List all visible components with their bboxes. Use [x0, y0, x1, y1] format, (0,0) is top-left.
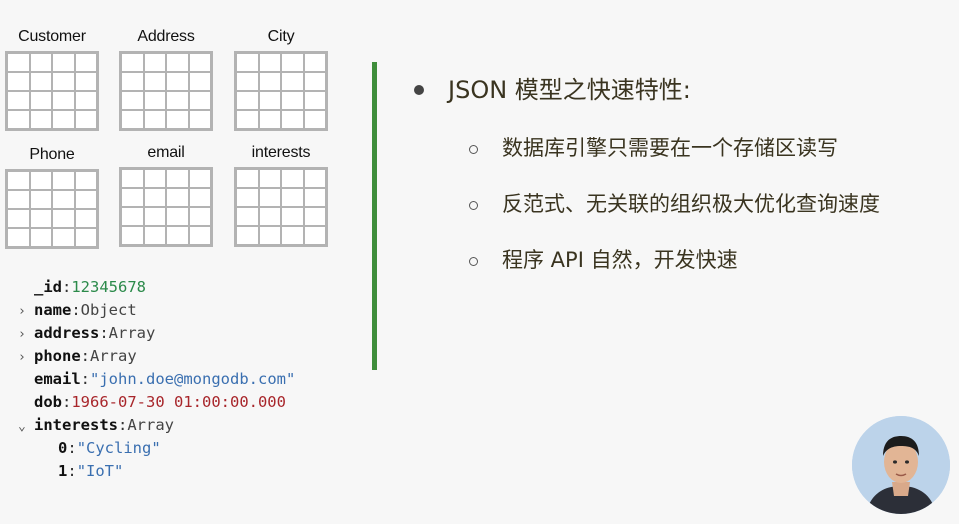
field-value: "Cycling" [76, 439, 161, 457]
presenter-avatar-icon [852, 416, 950, 514]
section-divider [372, 62, 377, 370]
table-label: Customer [18, 28, 86, 45]
presenter-avatar-icon [852, 416, 950, 514]
chevron-down-icon[interactable]: ⌄ [18, 419, 26, 434]
field-value: 1966-07-30 01:00:00.000 [71, 393, 286, 411]
table-city: City [234, 27, 328, 131]
slide-bullets: JSON 模型之快速特性: 数据库引擎只需要在一个存储区读写 反范式、无关联的组… [410, 72, 930, 300]
sub-bullet: 程序 API 自然，开发快速 [410, 244, 902, 277]
table-phone: Phone [5, 145, 99, 249]
table-label: Phone [29, 146, 75, 163]
chevron-right-icon[interactable]: › [18, 327, 26, 342]
table-label: interests [251, 144, 311, 161]
table-email: email [119, 143, 213, 247]
sub-bullet: 反范式、无关联的组织极大优化查询速度 [410, 188, 902, 221]
field-key: address [34, 324, 100, 342]
chevron-right-icon[interactable]: › [18, 350, 26, 365]
doc-field-name[interactable]: ›name:Object [18, 299, 295, 322]
relational-tables-diagram: Customer Address City Phone email intere… [0, 0, 340, 260]
table-interests: interests [234, 143, 328, 247]
table-grid [234, 51, 328, 131]
table-grid [5, 51, 99, 131]
doc-field-address[interactable]: ›address:Array [18, 322, 295, 345]
sub-bullet-text: 反范式、无关联的组织极大优化查询速度 [502, 192, 880, 216]
chevron-right-icon[interactable]: › [18, 304, 26, 319]
bullet-dot-icon [414, 85, 424, 95]
main-bullet: JSON 模型之快速特性: [410, 72, 930, 108]
field-value: Array [108, 324, 156, 342]
doc-field-phone[interactable]: ›phone:Array [18, 345, 295, 368]
sub-bullet-text: 程序 API 自然，开发快速 [502, 248, 738, 272]
table-address: Address [119, 27, 213, 131]
main-bullet-text: JSON 模型之快速特性: [448, 76, 691, 104]
table-label: City [267, 28, 295, 45]
field-key: email [34, 370, 81, 388]
sub-bullet: 数据库引擎只需要在一个存储区读写 [410, 132, 902, 165]
table-grid [119, 51, 213, 131]
doc-field-email: email:"john.doe@mongodb.com" [34, 370, 296, 388]
bullet-ring-icon [469, 257, 478, 266]
field-key: interests [34, 416, 118, 434]
doc-field-id: _id:12345678 [34, 278, 146, 296]
table-customer: Customer [5, 27, 99, 131]
bullet-ring-icon [469, 145, 478, 154]
field-value: 12345678 [71, 278, 146, 296]
field-key: phone [34, 347, 81, 365]
field-key: 0 [58, 439, 68, 457]
table-grid [119, 167, 213, 247]
doc-field-interests[interactable]: ⌄interests:Array [18, 414, 295, 437]
doc-field-dob: dob:1966-07-30 01:00:00.000 [34, 393, 286, 411]
table-label: Address [137, 28, 195, 45]
table-grid [5, 169, 99, 249]
field-value: Array [127, 416, 175, 434]
field-value: Array [90, 347, 137, 365]
table-grid [234, 167, 328, 247]
field-value: "john.doe@mongodb.com" [90, 370, 296, 388]
field-key: 1 [58, 462, 68, 480]
doc-array-item: 0:"Cycling" [58, 439, 161, 457]
sub-bullet-text: 数据库引擎只需要在一个存储区读写 [502, 136, 838, 160]
field-value: Object [80, 301, 137, 319]
field-value: "IoT" [76, 462, 124, 480]
table-label: email [147, 144, 185, 161]
field-key: dob [34, 393, 62, 411]
field-key: _id [34, 278, 62, 296]
doc-array-item: 1:"IoT" [58, 462, 124, 480]
json-document-viewer: _id:12345678 ›name:Object ›address:Array… [18, 276, 295, 483]
bullet-ring-icon [469, 201, 478, 210]
field-key: name [34, 301, 72, 319]
